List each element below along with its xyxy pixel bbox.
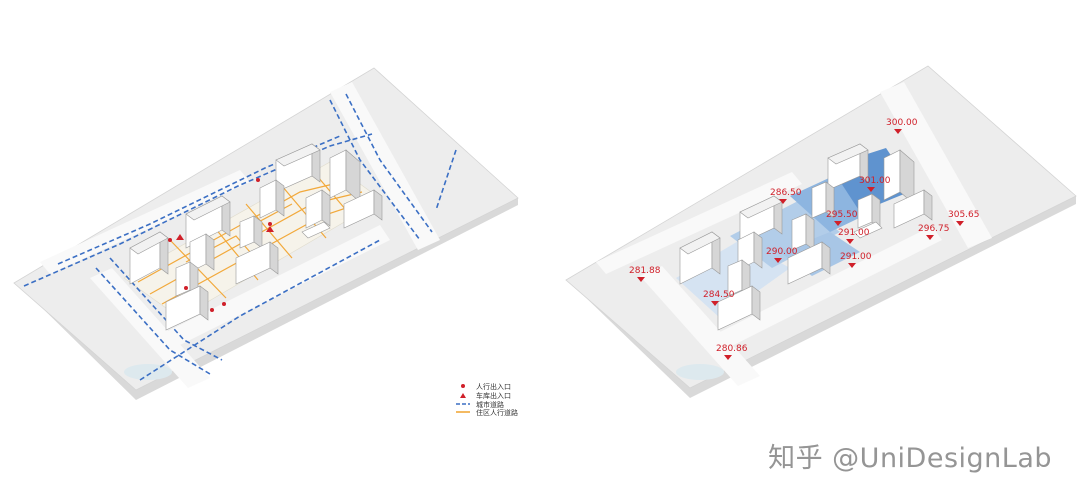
right-road-south [700,226,942,356]
watermark-text: 知乎 @UniDesignLab [768,443,1052,474]
legend-item-ped-entrance: 人行出入口 [461,382,511,391]
building [727,259,751,297]
elevation-marker: 291.00 [840,252,872,268]
elevation-marker: 305.65 [948,210,980,226]
svg-text:300.00: 300.00 [886,118,918,128]
building [239,215,263,249]
elevation-marker: 295.50 [826,210,858,226]
legend-item-city-road: 城市道路 [456,400,504,409]
svg-text:280.86: 280.86 [716,344,748,354]
building [717,285,761,331]
building [165,285,209,331]
svg-text:295.50: 295.50 [826,210,858,220]
building [343,189,383,229]
building [883,149,915,205]
building [301,221,331,239]
legend-item-ped-road: 住区人行道路 [456,408,518,417]
building [235,241,279,285]
legend-item-garage-entrance: 车库出入口 [460,391,511,400]
elevation-marker: 300.00 [886,118,918,134]
building [811,181,835,219]
svg-text:305.65: 305.65 [948,210,980,220]
svg-text:291.00: 291.00 [840,252,872,262]
svg-text:286.50: 286.50 [770,188,802,198]
building [739,195,783,245]
garage-entrances [176,226,274,240]
building [737,231,763,271]
svg-text:290.00: 290.00 [766,247,798,257]
elevation-marker: 284.50 [703,290,735,306]
elevation-marker: 290.00 [766,247,798,263]
pedestrian-entrances [168,178,272,312]
elevation-marker: 281.88 [629,266,661,282]
elevation-markers: 300.00 286.50 301.00 295.50 291.00 305.6… [629,118,980,360]
building [129,231,169,285]
right-road-west [596,172,802,274]
city-roads [23,93,457,381]
svg-text:291.00: 291.00 [838,228,870,238]
elevation-marker: 296.75 [918,224,950,240]
building [857,193,881,229]
building [185,195,231,249]
legend-label: 人行出入口 [476,382,511,391]
elevation-marker: 291.00 [838,228,870,244]
left-legend: 人行出入口 车库出入口 城市道路 住区人行道路 [456,382,518,417]
elevation-marker: 286.50 [770,188,802,204]
building [275,143,321,193]
elevation-marker: 301.00 [859,176,891,192]
right-road-main [880,82,992,248]
legend-label: 车库出入口 [476,391,511,400]
svg-text:284.50: 284.50 [703,290,735,300]
svg-text:296.75: 296.75 [918,224,950,234]
right-water [676,364,724,380]
building [791,213,815,251]
building [189,233,215,273]
building [259,179,285,219]
legend-label: 城市道路 [476,400,504,409]
legend-label: 住区人行道路 [476,408,518,417]
building [679,231,721,285]
left-road-south [150,225,390,355]
elevation-diagram: 300.00 286.50 301.00 295.50 291.00 305.6… [565,65,1077,398]
building [853,221,883,239]
elevation-marker: 280.86 [716,344,748,360]
circulation-diagram [13,67,519,400]
svg-text:301.00: 301.00 [859,176,891,186]
building [827,143,869,191]
left-road-west [40,170,250,274]
building [305,189,331,229]
left-water [124,364,172,380]
svg-text:281.88: 281.88 [629,266,661,276]
building [893,189,933,229]
building [329,149,361,203]
left-buildings [129,143,383,331]
right-buildings [679,143,933,331]
building [787,241,831,285]
